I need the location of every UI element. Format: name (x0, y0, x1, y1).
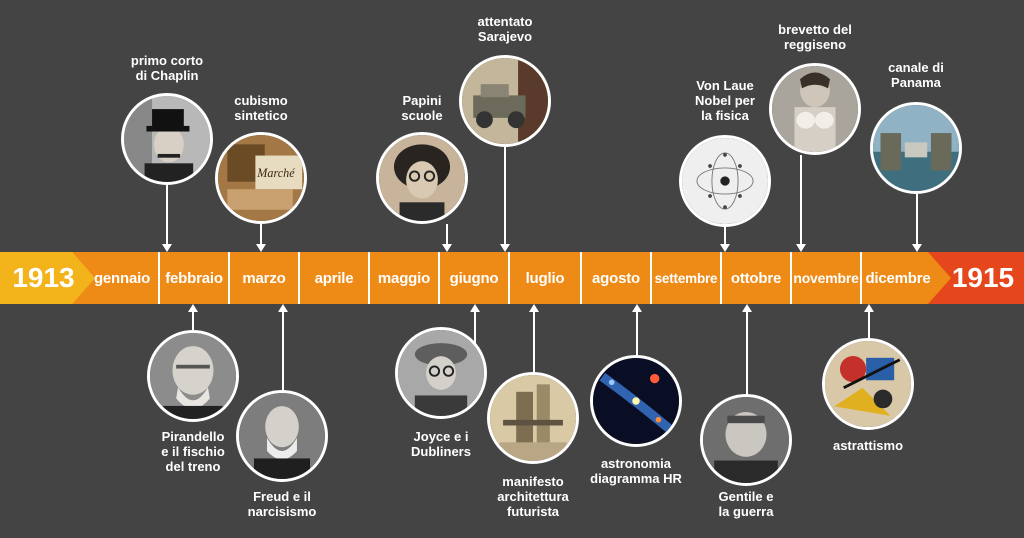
month-aprile: aprile (314, 269, 354, 287)
futurist-building-icon (487, 372, 579, 464)
gentile-portrait-icon (700, 394, 792, 486)
month-agosto: agosto (592, 269, 640, 287)
abstract-painting-icon (822, 338, 914, 430)
month-separator (228, 252, 230, 304)
panama-canal-icon (870, 102, 962, 194)
connector-line (800, 155, 802, 245)
arrow-down-icon (442, 244, 452, 252)
connector-line (446, 224, 448, 245)
arrow-up-icon (470, 304, 480, 312)
timeline-band (0, 252, 1024, 304)
arrow-down-icon (500, 244, 510, 252)
month-separator (438, 252, 440, 304)
arrow-up-icon (188, 304, 198, 312)
month-luglio: luglio (525, 269, 565, 287)
connector-line (724, 227, 726, 245)
month-febbraio: febbraio (165, 269, 223, 287)
year-end-badge: 1915 (928, 252, 1024, 304)
month-maggio: maggio (377, 269, 431, 287)
month-separator (860, 252, 862, 304)
arrow-up-icon (529, 304, 539, 312)
arrow-up-icon (742, 304, 752, 312)
hr-diagram-icon (590, 355, 682, 447)
month-separator (158, 252, 160, 304)
arrow-up-icon (632, 304, 642, 312)
connector-line (192, 311, 194, 333)
connector-line (474, 311, 476, 347)
year-start-badge: 1913 (0, 252, 95, 304)
connector-line (504, 147, 506, 245)
brassiere-photo-icon (769, 63, 861, 155)
connector-line (916, 194, 918, 245)
month-separator (790, 252, 792, 304)
month-separator (650, 252, 652, 304)
month-separator (508, 252, 510, 304)
connector-line (533, 311, 535, 374)
month-gennaio: gennaio (93, 269, 151, 287)
sarajevo-car-icon (459, 55, 551, 147)
connector-line (746, 311, 748, 396)
month-separator (298, 252, 300, 304)
year-end-label: 1915 (951, 262, 1015, 293)
event-label: astrattismo (832, 438, 904, 453)
connector-line (166, 185, 168, 245)
arrow-down-icon (256, 244, 266, 252)
month-settembre: settembre (654, 270, 718, 286)
month-giugno: giugno (449, 269, 499, 287)
freud-portrait-icon (236, 390, 328, 482)
arrow-down-icon (796, 244, 806, 252)
arrow-down-icon (162, 244, 172, 252)
connector-line (282, 311, 284, 392)
svg-text:Marché: Marché (256, 166, 295, 180)
cubist-collage-icon: Marché (215, 132, 307, 224)
chaplin-portrait-icon (121, 93, 213, 185)
arrow-down-icon (720, 244, 730, 252)
month-ottobre: ottobre (730, 269, 782, 287)
connector-line (260, 224, 262, 245)
pirandello-portrait-icon (147, 330, 239, 422)
arrow-up-icon (278, 304, 288, 312)
arrow-up-icon (864, 304, 874, 312)
month-separator (720, 252, 722, 304)
month-separator (580, 252, 582, 304)
connector-line (636, 311, 638, 357)
month-marzo: marzo (242, 269, 286, 287)
connector-line (868, 311, 870, 340)
xray-diffraction-icon (679, 135, 771, 227)
month-novembre: novembre (793, 270, 859, 286)
month-separator (368, 252, 370, 304)
papini-portrait-icon (376, 132, 468, 224)
joyce-portrait-icon (395, 327, 487, 419)
arrow-down-icon (912, 244, 922, 252)
month-dicembre: dicembre (865, 269, 931, 287)
year-start-label: 1913 (12, 262, 75, 293)
